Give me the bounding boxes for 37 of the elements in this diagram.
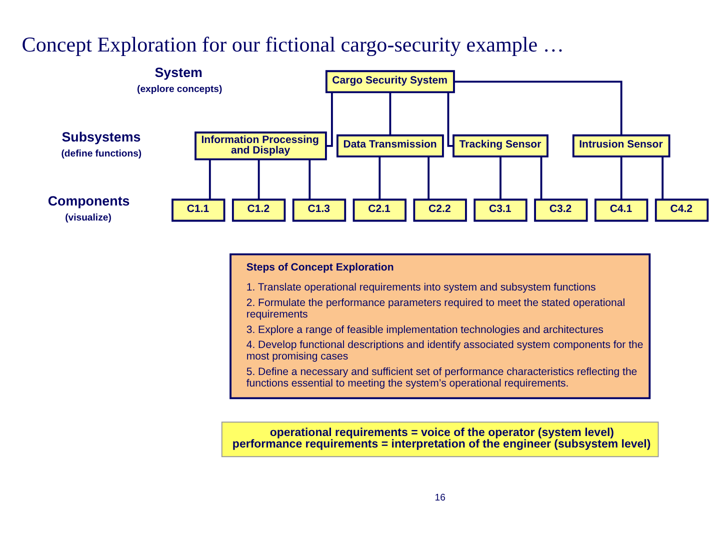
node-box: Tracking Sensor — [452, 134, 548, 157]
node-box: C1.1 — [172, 198, 226, 222]
node-box: Cargo Security System — [325, 70, 455, 93]
node-box: C3.1 — [474, 198, 528, 222]
connector — [620, 156, 622, 199]
node-box: Intrusion Sensor — [572, 134, 670, 157]
connector — [540, 156, 542, 199]
node-box: Data Transmission — [336, 134, 444, 157]
label: 16 — [434, 492, 446, 503]
node-box: C1.3 — [292, 198, 346, 222]
label: (define functions) — [61, 148, 142, 159]
label: (visualize) — [65, 212, 112, 224]
connector — [447, 92, 454, 146]
node-box: C2.1 — [352, 198, 407, 222]
node-box: operational requirements = voice of the operator (system level) performance requirements = interpretation of the engineer (subsystem level) — [221, 421, 659, 457]
connector — [326, 92, 333, 146]
node-box: C4.1 — [594, 198, 648, 222]
label: Components — [48, 193, 130, 208]
connector — [662, 156, 664, 199]
connector — [389, 92, 392, 135]
connector — [208, 159, 211, 200]
connector — [308, 159, 311, 200]
label: (explore concepts) — [137, 84, 222, 95]
node-box: C4.2 — [654, 198, 709, 222]
node-box: Information Processing and Display — [194, 131, 327, 160]
diagram-title: Concept Exploration for our fictional cargo-security example … — [22, 32, 564, 56]
connector — [378, 156, 381, 199]
label: Subsystems — [62, 128, 141, 144]
node-box: C3.2 — [534, 198, 588, 222]
connector — [500, 156, 502, 199]
connector — [454, 80, 622, 135]
node-box: C1.2 — [232, 198, 286, 222]
node-box: C2.2 — [413, 198, 467, 222]
node-box: Steps of Concept Exploration 1. Translate operational requirements into system and subsystem functions 2. Formulate the performance parameters required to meet the stated operational requirements 3. Explore a range of feasible implementation technologies and architectures 4. Develop functional descriptions and identify associated system components for the most promising cases 5. Define a necessary and sufficient set of performance characteristics reflecting the functions essential to meeting the system’s operational requirements. — [230, 252, 651, 399]
connector — [258, 159, 260, 200]
label: System — [154, 64, 202, 80]
connector — [428, 156, 430, 199]
